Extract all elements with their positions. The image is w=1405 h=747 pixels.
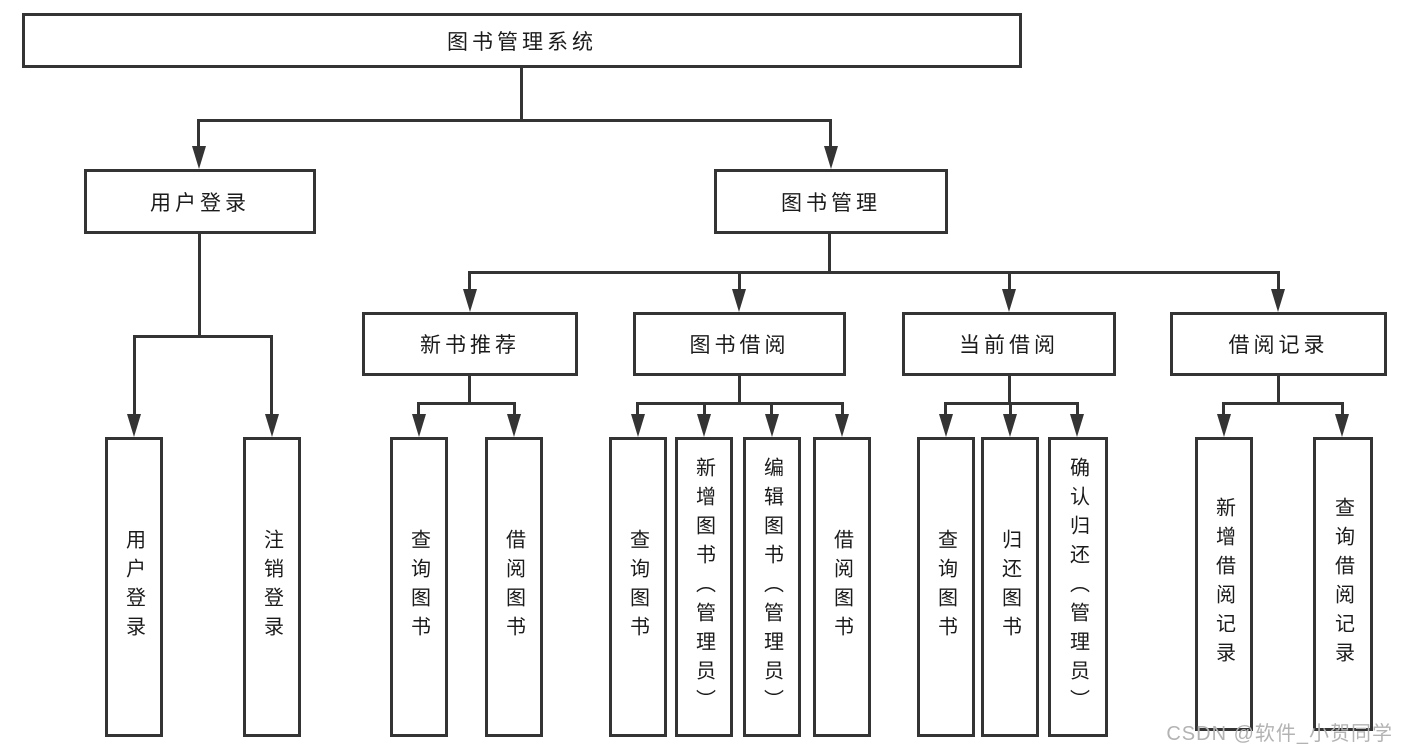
- leaf-return-books: 归还图书: [981, 437, 1039, 737]
- connector-vline: [520, 68, 523, 121]
- arrow-down-icon: [631, 414, 645, 437]
- node-label: 图书管理: [781, 191, 881, 215]
- connector-vline: [197, 119, 200, 148]
- arrow-down-icon: [939, 414, 953, 437]
- leaf-query-borrow-record: 查询借阅记录: [1313, 437, 1373, 731]
- node-book-management: 图书管理: [714, 169, 948, 234]
- arrow-down-icon: [1002, 289, 1016, 312]
- connector-hline: [468, 271, 1280, 274]
- connector-vline: [1277, 271, 1280, 291]
- connector-vline: [636, 402, 639, 416]
- connector-vline: [738, 271, 741, 291]
- connector-vline: [198, 234, 201, 338]
- node-label: 新增借阅记录: [1212, 497, 1235, 671]
- arrow-down-icon: [1003, 414, 1017, 437]
- connector-vline: [770, 402, 773, 416]
- connector-vline: [828, 234, 831, 273]
- arrow-down-icon: [463, 289, 477, 312]
- node-label: 图书借阅: [689, 334, 790, 357]
- arrow-down-icon: [1070, 414, 1084, 437]
- arrow-down-icon: [835, 414, 849, 437]
- arrow-down-icon: [732, 289, 746, 312]
- arrow-down-icon: [265, 414, 279, 437]
- leaf-query-books-current: 查询图书: [917, 437, 975, 737]
- node-label: 编辑图书（管理员）: [760, 456, 783, 718]
- node-label: 确认归还（管理员）: [1066, 456, 1089, 718]
- leaf-borrow-books-recommend: 借阅图书: [485, 437, 543, 737]
- leaf-edit-books-admin: 编辑图书（管理员）: [743, 437, 801, 737]
- arrow-down-icon: [697, 414, 711, 437]
- arrow-down-icon: [412, 414, 426, 437]
- node-label: 用户登录: [122, 529, 145, 645]
- leaf-query-books-recommend: 查询图书: [390, 437, 448, 737]
- connector-hline: [417, 402, 516, 405]
- node-label: 查询借阅记录: [1331, 497, 1354, 671]
- arrow-down-icon: [192, 146, 206, 169]
- node-label: 新书推荐: [420, 334, 520, 357]
- node-current-borrowing: 当前借阅: [902, 312, 1116, 376]
- node-label: 借阅图书: [502, 529, 525, 645]
- node-label: 借阅图书: [830, 529, 853, 645]
- leaf-user-login: 用户登录: [105, 437, 163, 737]
- connector-vline: [944, 402, 947, 416]
- leaf-borrow-books: 借阅图书: [813, 437, 871, 737]
- connector-hline: [133, 335, 273, 338]
- watermark-csdn: CSDN @软件_小贺同学: [1166, 723, 1393, 745]
- node-label: 查询图书: [934, 529, 957, 645]
- leaf-add-books-admin: 新增图书（管理员）: [675, 437, 733, 737]
- node-book-borrowing: 图书借阅: [633, 312, 846, 376]
- node-label: 用户登录: [150, 191, 250, 215]
- connector-vline: [841, 402, 844, 416]
- arrow-down-icon: [1217, 414, 1231, 437]
- connector-vline: [133, 335, 136, 415]
- node-label: 借阅记录: [1228, 334, 1329, 357]
- node-label: 新增图书（管理员）: [692, 456, 715, 718]
- connector-vline: [1076, 402, 1079, 416]
- leaf-add-borrow-record: 新增借阅记录: [1195, 437, 1253, 731]
- arrow-down-icon: [1335, 414, 1349, 437]
- leaf-confirm-return-admin: 确认归还（管理员）: [1048, 437, 1108, 737]
- connector-vline: [417, 402, 420, 416]
- connector-vline: [513, 402, 516, 416]
- arrow-down-icon: [507, 414, 521, 437]
- node-label: 图书管理系统: [447, 30, 597, 54]
- node-new-book-recommendation: 新书推荐: [362, 312, 578, 376]
- node-user-login: 用户登录: [84, 169, 316, 234]
- node-borrowing-records: 借阅记录: [1170, 312, 1387, 376]
- arrow-down-icon: [765, 414, 779, 437]
- arrow-down-icon: [1271, 289, 1285, 312]
- leaf-query-books-borrow: 查询图书: [609, 437, 667, 737]
- connector-vline: [468, 376, 471, 404]
- connector-vline: [1222, 402, 1225, 416]
- connector-vline: [270, 335, 273, 415]
- leaf-logout: 注销登录: [243, 437, 301, 737]
- connector-hline: [636, 402, 844, 405]
- connector-vline: [1008, 271, 1011, 291]
- node-label: 查询图书: [626, 529, 649, 645]
- connector-vline: [1277, 376, 1280, 404]
- node-book-management-system: 图书管理系统: [22, 13, 1022, 68]
- connector-hline: [1222, 402, 1344, 405]
- connector-vline: [1009, 402, 1012, 416]
- node-label: 查询图书: [407, 529, 430, 645]
- connector-vline: [738, 376, 741, 404]
- connector-vline: [468, 271, 471, 291]
- arrow-down-icon: [824, 146, 838, 169]
- connector-vline: [829, 119, 832, 148]
- node-label: 归还图书: [998, 529, 1021, 645]
- node-label: 注销登录: [260, 529, 283, 645]
- connector-vline: [703, 402, 706, 416]
- connector-hline: [198, 119, 832, 122]
- arrow-down-icon: [127, 414, 141, 437]
- node-label: 当前借阅: [959, 334, 1059, 357]
- connector-vline: [1008, 376, 1011, 404]
- connector-vline: [1341, 402, 1344, 416]
